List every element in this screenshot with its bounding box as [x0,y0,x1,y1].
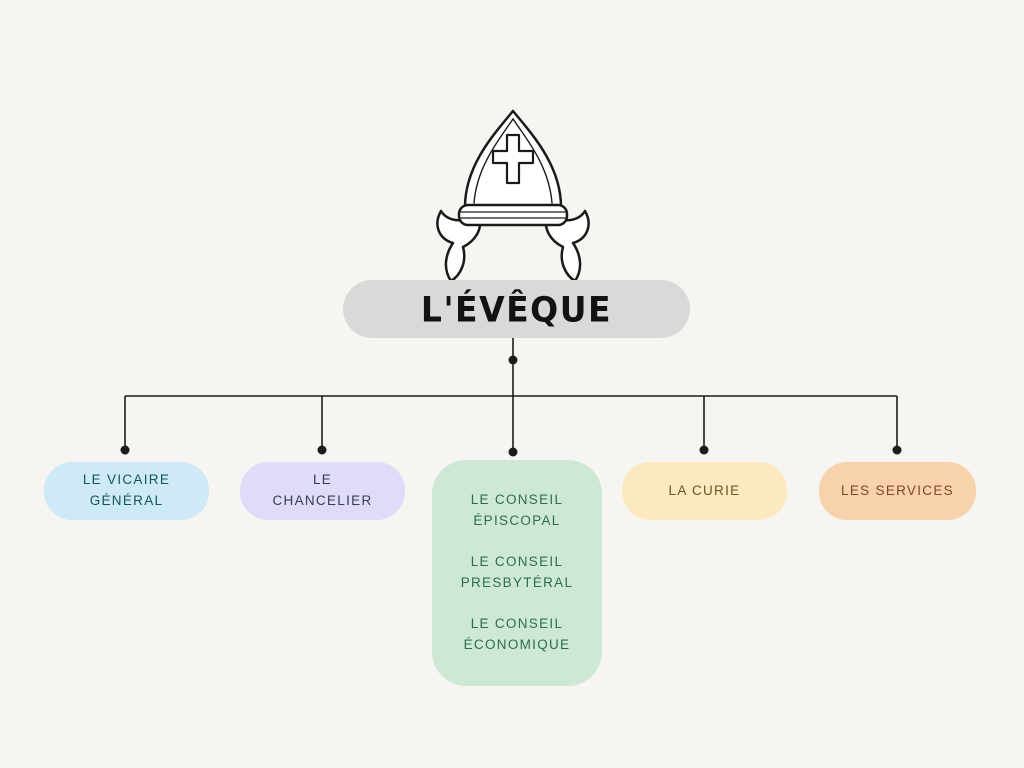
node-label-line: LES SERVICES [841,482,954,498]
node-label-line: LE VICAIRE [82,472,171,488]
conseil-economique: LE CONSEIL ÉCONOMIQUE [464,614,571,656]
node-label-line: LE CONSEIL [470,554,564,570]
node-les-services: LES SERVICES [819,462,976,520]
node-label-line: GÉNÉRAL [89,493,164,508]
node-label-line: LE CONSEIL [470,615,564,631]
node-label-line: ÉPISCOPAL [473,513,561,529]
node-conseils: LE CONSEIL ÉPISCOPAL LE CONSEIL PRESBYTÉ… [432,460,602,686]
node-vicaire-general: LE VICAIRE GÉNÉRAL [44,462,209,520]
root-node: L'ÉVÊQUE [343,280,690,338]
node-label-line: LE CONSEIL [470,492,564,508]
conseil-presbyteral: LE CONSEIL PRESBYTÉRAL [461,552,574,594]
node-la-curie: LA CURIE [622,462,787,520]
conseil-episcopal: LE CONSEIL ÉPISCOPAL [471,490,564,532]
node-label-line: LE [312,472,333,488]
node-label-line: CHANCELIER [272,493,373,508]
node-label-line: LA CURIE [668,482,741,498]
node-label-line: ÉCONOMIQUE [463,636,571,652]
bishop-mitre-icon [436,109,590,283]
node-chancelier: LE CHANCELIER [240,462,405,520]
node-label-line: PRESBYTÉRAL [460,575,574,590]
root-label: L'ÉVÊQUE [420,288,613,330]
